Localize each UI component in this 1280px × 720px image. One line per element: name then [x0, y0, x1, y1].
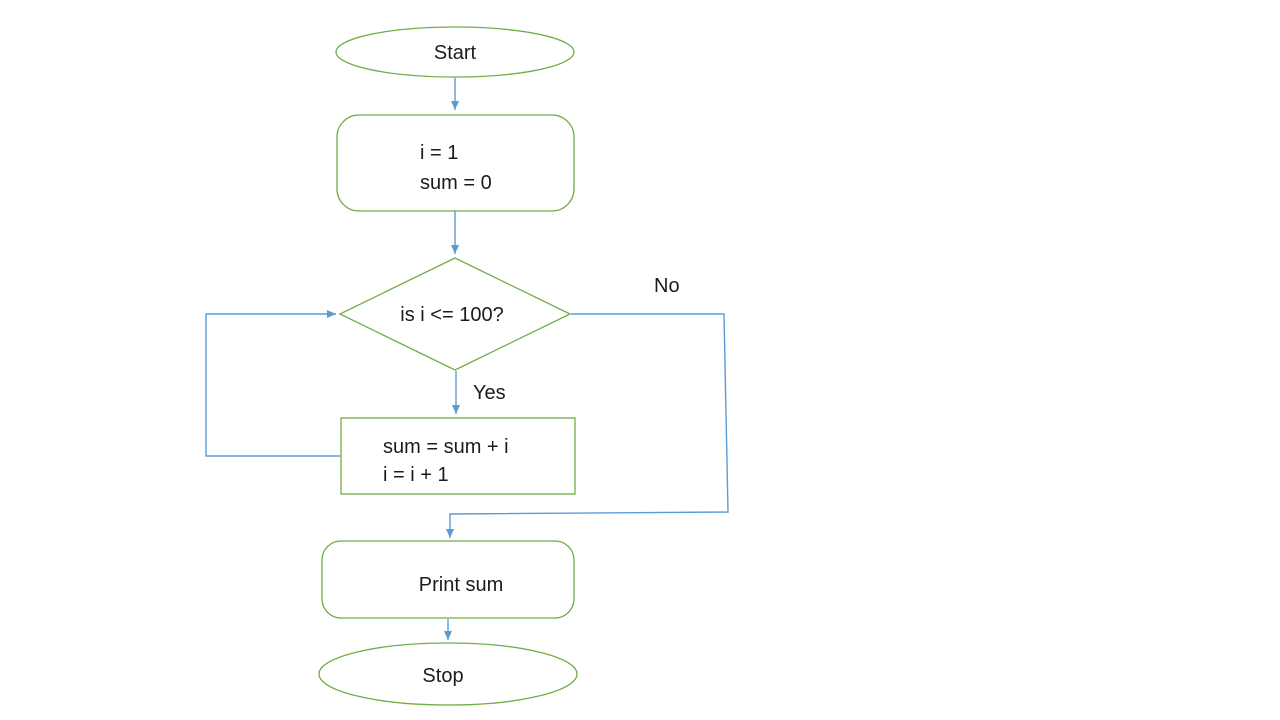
start-ellipse — [335, 26, 575, 78]
init-rect — [336, 114, 575, 212]
print-rect — [321, 540, 575, 619]
decision-node: is i <= 100? — [338, 257, 572, 371]
decision-label: is i <= 100? — [400, 304, 503, 326]
no-branch-label: No — [654, 275, 680, 297]
loop-body-rect — [340, 417, 576, 495]
edge-loop-back-to-decision — [205, 310, 341, 457]
loop-body-line-1: sum = sum + i — [383, 436, 509, 458]
edges-group — [205, 78, 729, 640]
start-node: Start — [335, 26, 575, 78]
edge-decision-no-to-print — [446, 313, 729, 538]
stop-label: Stop — [422, 665, 463, 687]
print-node: Print sum — [321, 540, 575, 619]
init-line-2: sum = 0 — [420, 172, 492, 194]
stop-ellipse — [318, 642, 578, 706]
yes-branch-label: Yes — [473, 382, 506, 404]
decision-diamond — [338, 257, 572, 371]
loop-body-node: sum = sum + i i = i + 1 — [340, 417, 576, 495]
print-label: Print sum — [419, 574, 503, 596]
start-label: Start — [434, 42, 477, 64]
init-line-1: i = 1 — [420, 142, 458, 164]
loop-body-line-2: i = i + 1 — [383, 464, 449, 486]
init-node: i = 1 sum = 0 — [336, 114, 575, 212]
stop-node: Stop — [318, 642, 578, 706]
